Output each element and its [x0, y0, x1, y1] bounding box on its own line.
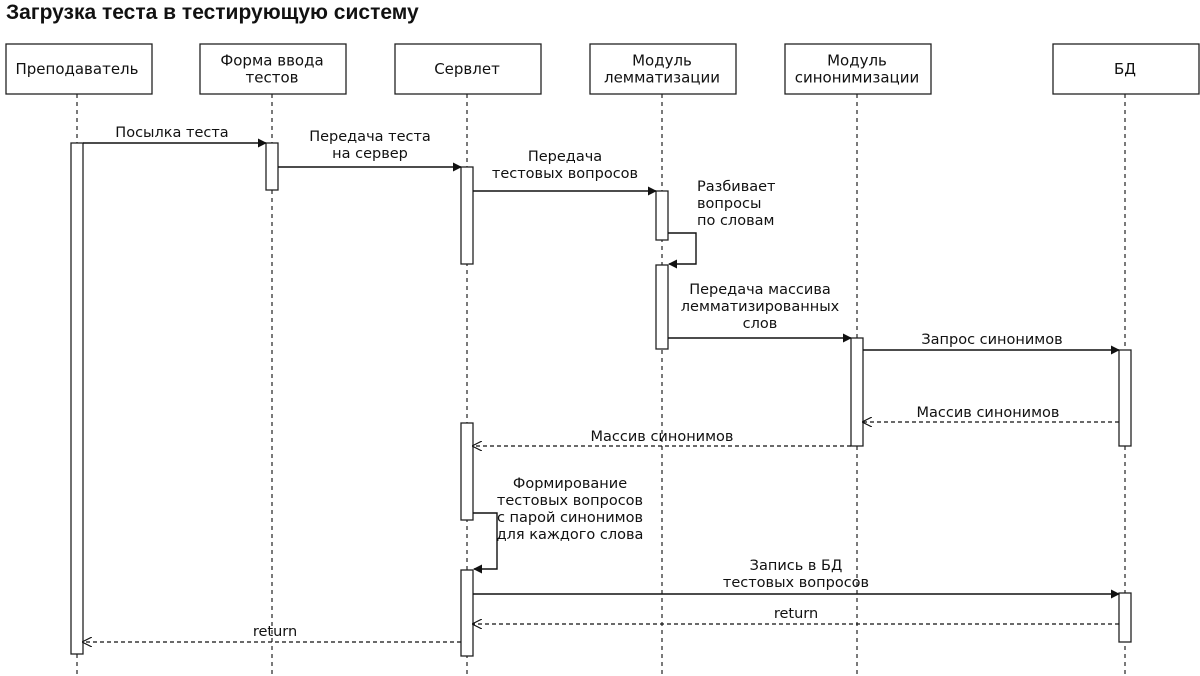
message-label: return: [253, 624, 297, 640]
message-label: с парой синонимов: [497, 510, 643, 526]
actor-label-servlet: Сервлет: [434, 60, 500, 78]
actor-box-form: [199, 43, 347, 95]
message-label: слов: [743, 316, 778, 332]
actor-label-form: Форма ввода: [220, 52, 323, 70]
message-label: Формирование: [513, 476, 627, 492]
message-label: return: [774, 606, 818, 622]
actor-label-lemma: лемматизации: [604, 69, 720, 87]
activation-bars: [70, 142, 1132, 657]
actor-label-teacher: Преподаватель: [15, 60, 138, 78]
actor-label-lemma: Модуль: [632, 52, 692, 70]
actor-servlet: Сервлет: [394, 43, 542, 95]
actor-label-db: БД: [1114, 60, 1136, 78]
message-m12: return: [83, 624, 461, 642]
activation-bar-db: [1118, 592, 1132, 643]
message-label: по словам: [697, 213, 774, 229]
actor-box-servlet: [394, 43, 542, 95]
actor-label-form: тестов: [246, 69, 299, 87]
message-label: Массив синонимов: [591, 429, 734, 445]
activation-bar-servlet: [460, 422, 474, 521]
activation-bar-servlet: [460, 166, 474, 265]
message-m11: return: [473, 606, 1119, 624]
message-label: Посылка теста: [115, 125, 228, 141]
message-label: на сервер: [332, 146, 408, 162]
self-message-arrow: [668, 232, 697, 269]
message-label: вопросы: [697, 196, 761, 212]
actor-box-db: [1052, 43, 1200, 95]
activation-bar-servlet: [460, 569, 474, 657]
message-m1: Посылка теста: [83, 125, 267, 148]
actor-box-lemma: [589, 43, 737, 95]
actor-teacher: Преподаватель: [5, 43, 153, 95]
activation-bar-teacher: [70, 142, 84, 655]
message-label: Запрос синонимов: [921, 332, 1062, 348]
message-label: тестовых вопросов: [497, 493, 643, 509]
message-label: для каждого слова: [497, 527, 644, 543]
activation-bar-synon: [850, 337, 864, 447]
message-label: тестовых вопросов: [723, 575, 869, 591]
message-m7: Массив синонимов: [863, 405, 1119, 422]
message-m8: Массив синонимов: [473, 429, 851, 446]
actor-label-synon: Модуль: [827, 52, 887, 70]
actor-box-synon: [784, 43, 932, 95]
message-label: Передача массива: [689, 282, 831, 298]
activation-bar-db: [1118, 349, 1132, 447]
message-label: Массив синонимов: [917, 405, 1060, 421]
activation-bar-lemma: [655, 190, 669, 241]
message-label: Разбивает: [697, 179, 776, 195]
message-label: тестовых вопросов: [492, 166, 638, 182]
actor-label-synon: синонимизации: [795, 69, 919, 87]
activation-bar-form: [265, 142, 279, 191]
diagram-title: Загрузка теста в тестирующую систему: [6, 1, 419, 24]
message-label: Передача: [528, 149, 602, 165]
message-label: Передача теста: [309, 129, 431, 145]
message-label: лемматизированных: [681, 299, 840, 315]
message-m6: Запрос синонимов: [863, 332, 1120, 355]
actor-db: БД: [1052, 43, 1200, 95]
message-label: Запись в БД: [750, 558, 843, 574]
activation-bar-lemma: [655, 264, 669, 350]
self-message-arrow: [473, 512, 498, 574]
actor-box-teacher: [5, 43, 153, 95]
